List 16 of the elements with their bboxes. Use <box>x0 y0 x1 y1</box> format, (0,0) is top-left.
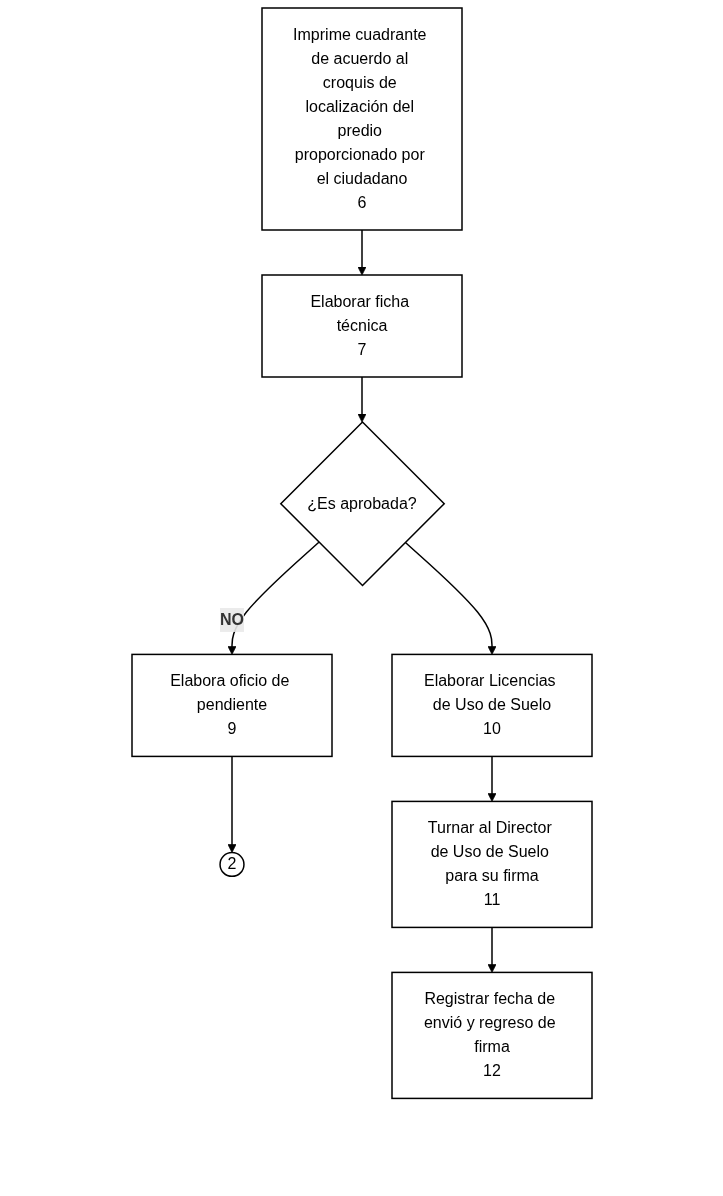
node-box: Imprime cuadrante de acuerdo al croquis de localización del predio proporcionado por el ciudadano 6 <box>260 7 463 231</box>
node-box: Elaborar ficha técnica 7 <box>260 274 463 378</box>
arrow <box>227 755 236 853</box>
arrow <box>357 229 366 276</box>
edge-label: NO <box>219 610 244 628</box>
arrow <box>357 376 366 423</box>
node-diamond: ¿Es aprobada? <box>279 420 445 587</box>
node-box: Turnar al Director de Uso de Suelo para su firma 11 <box>390 800 593 929</box>
arrow <box>487 926 496 973</box>
arrow <box>227 541 320 655</box>
node-box: Registrar fecha de envió y regreso de firma 12 <box>390 971 593 1100</box>
node-box: Elaborar Licencias de Uso de Suelo 10 <box>390 653 593 758</box>
node-circle: 2 <box>218 851 245 878</box>
arrow <box>487 755 496 802</box>
arrow <box>403 541 496 655</box>
node-box: Elabora oficio de pendiente 9 <box>130 653 333 758</box>
